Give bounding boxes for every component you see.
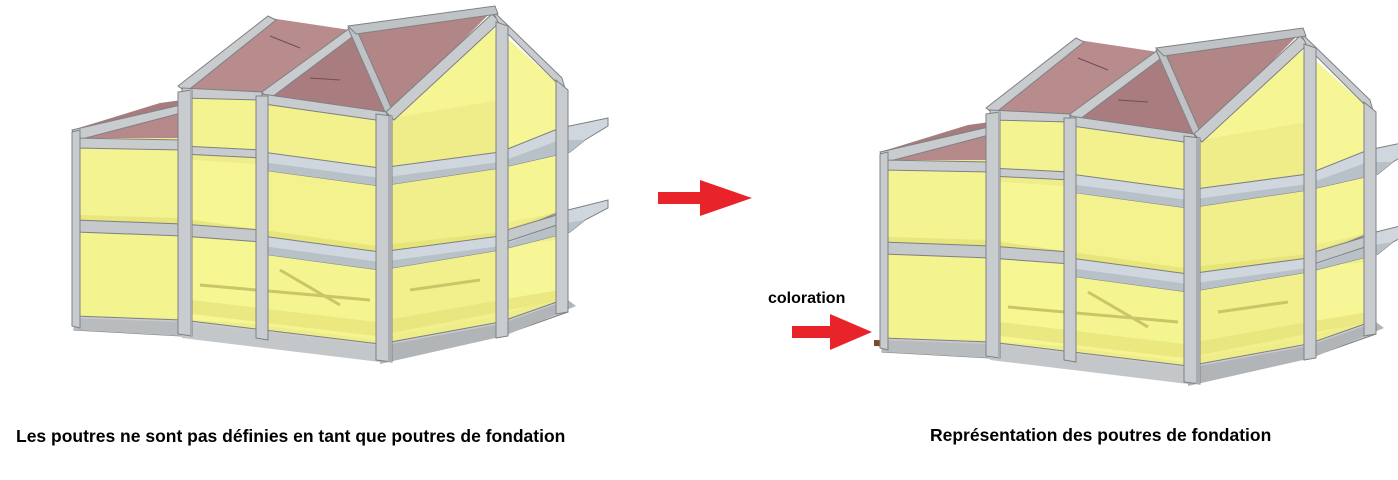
right-arrow-icon xyxy=(792,314,872,350)
caption-left: Les poutres ne sont pas définies en tant… xyxy=(16,426,566,446)
building-left xyxy=(70,4,610,366)
caption-right: Représentation des poutres de fondation xyxy=(930,425,1272,445)
right-arrow-icon xyxy=(658,180,752,216)
building-right xyxy=(874,26,1398,388)
coloration-label: coloration xyxy=(768,290,846,307)
coloration-arrow xyxy=(792,314,872,350)
